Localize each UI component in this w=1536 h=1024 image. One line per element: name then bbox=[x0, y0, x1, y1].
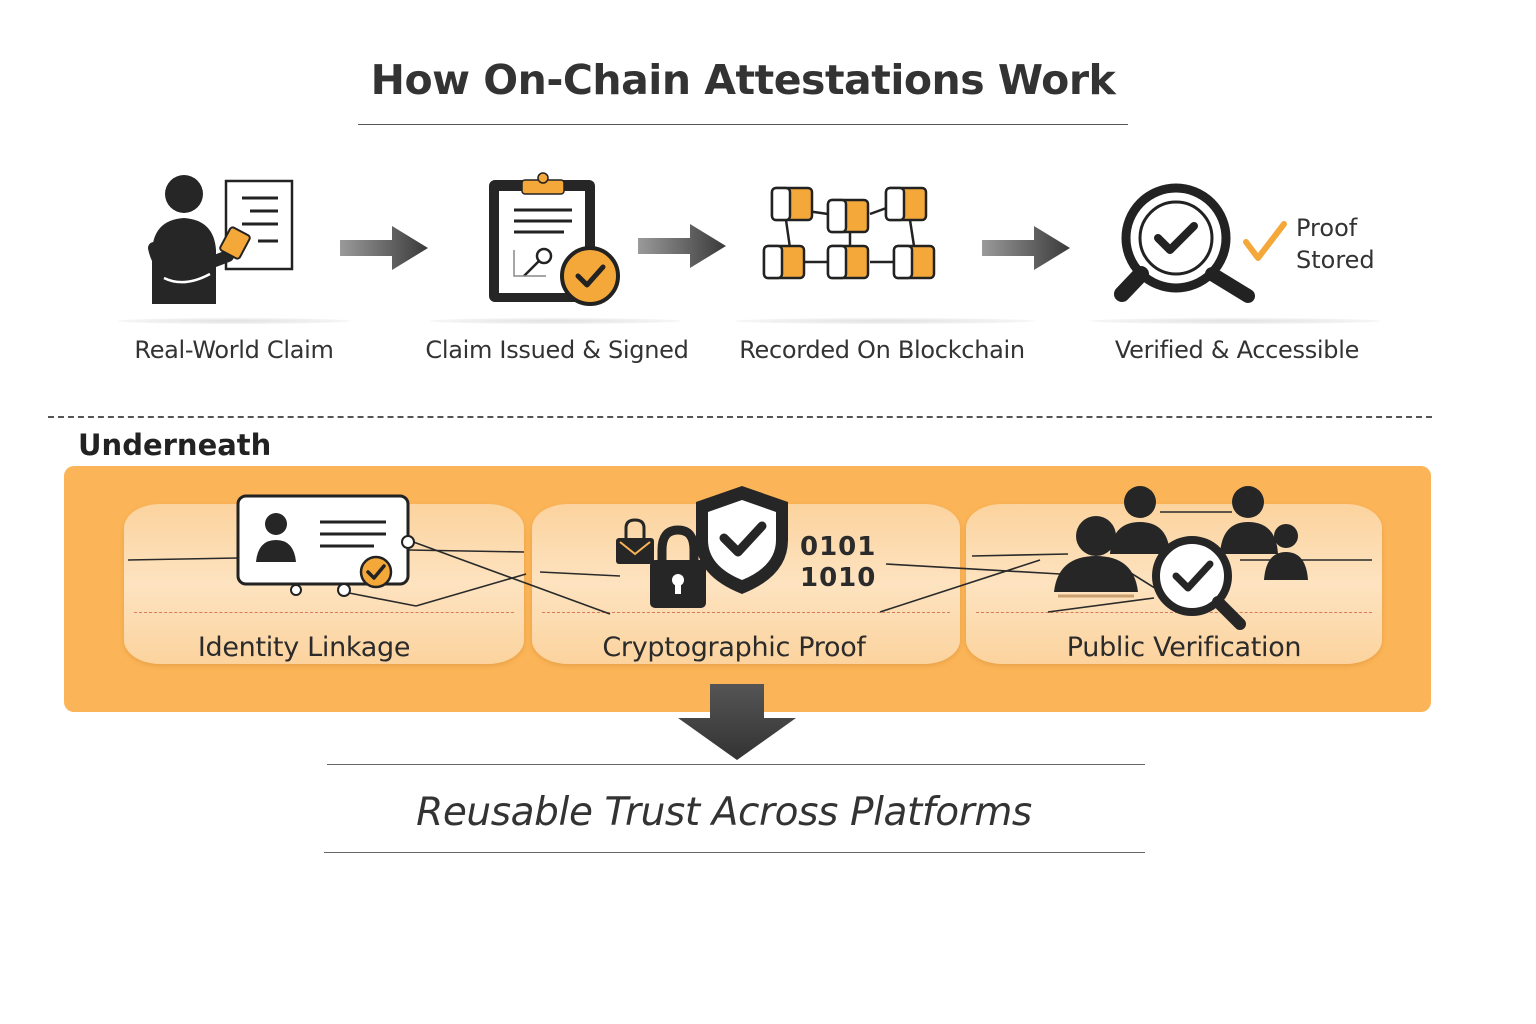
stored-label: Stored bbox=[1296, 246, 1375, 274]
card-dash-line bbox=[976, 612, 1372, 613]
section-divider bbox=[48, 416, 1432, 418]
proof-label: Proof bbox=[1296, 214, 1358, 242]
underneath-heading: Underneath bbox=[78, 428, 272, 462]
proof-stored-label: Proof Stored bbox=[1296, 212, 1375, 276]
step-shadow bbox=[1090, 318, 1380, 324]
step-label-real-world-claim: Real-World Claim bbox=[134, 336, 334, 364]
proof-check-icon bbox=[1243, 221, 1287, 261]
blockchain-blocks-icon bbox=[762, 186, 936, 280]
binary-line-2: 1010 bbox=[800, 563, 877, 593]
id-card-icon bbox=[236, 494, 415, 597]
step-label-recorded-blockchain: Recorded On Blockchain bbox=[739, 336, 1025, 364]
binary-code: 0101 1010 bbox=[800, 532, 876, 594]
step-shadow bbox=[118, 318, 350, 324]
arrow-right-icon bbox=[638, 224, 726, 268]
step-label-claim-issued: Claim Issued & Signed bbox=[425, 336, 689, 364]
arrow-right-icon bbox=[982, 226, 1070, 270]
page-title: How On-Chain Attestations Work bbox=[370, 56, 1116, 104]
step-shadow bbox=[430, 318, 680, 324]
card-dash-line bbox=[134, 612, 514, 613]
people-magnifier-icon bbox=[1054, 486, 1308, 630]
card-label-cryptographic-proof: Cryptographic Proof bbox=[602, 632, 866, 663]
step-shadow bbox=[735, 318, 1035, 324]
binary-line-1: 0101 bbox=[800, 532, 877, 562]
outcome-rule-bottom bbox=[324, 852, 1145, 853]
step-label-verified-accessible: Verified & Accessible bbox=[1114, 336, 1360, 364]
card-label-public-verification: Public Verification bbox=[1066, 632, 1302, 663]
magnifier-check-icon bbox=[1114, 183, 1255, 303]
shield-lock-icon bbox=[616, 486, 788, 608]
outcome-rule-top bbox=[327, 764, 1145, 765]
arrow-right-icon bbox=[340, 226, 428, 270]
card-dash-line bbox=[542, 612, 950, 613]
clipboard-check-icon bbox=[489, 172, 620, 306]
outcome-text: Reusable Trust Across Platforms bbox=[416, 790, 1032, 835]
title-underline bbox=[358, 124, 1128, 125]
arrow-down-icon bbox=[678, 684, 796, 760]
card-label-identity-linkage: Identity Linkage bbox=[197, 632, 411, 663]
person-document-icon bbox=[148, 175, 294, 304]
